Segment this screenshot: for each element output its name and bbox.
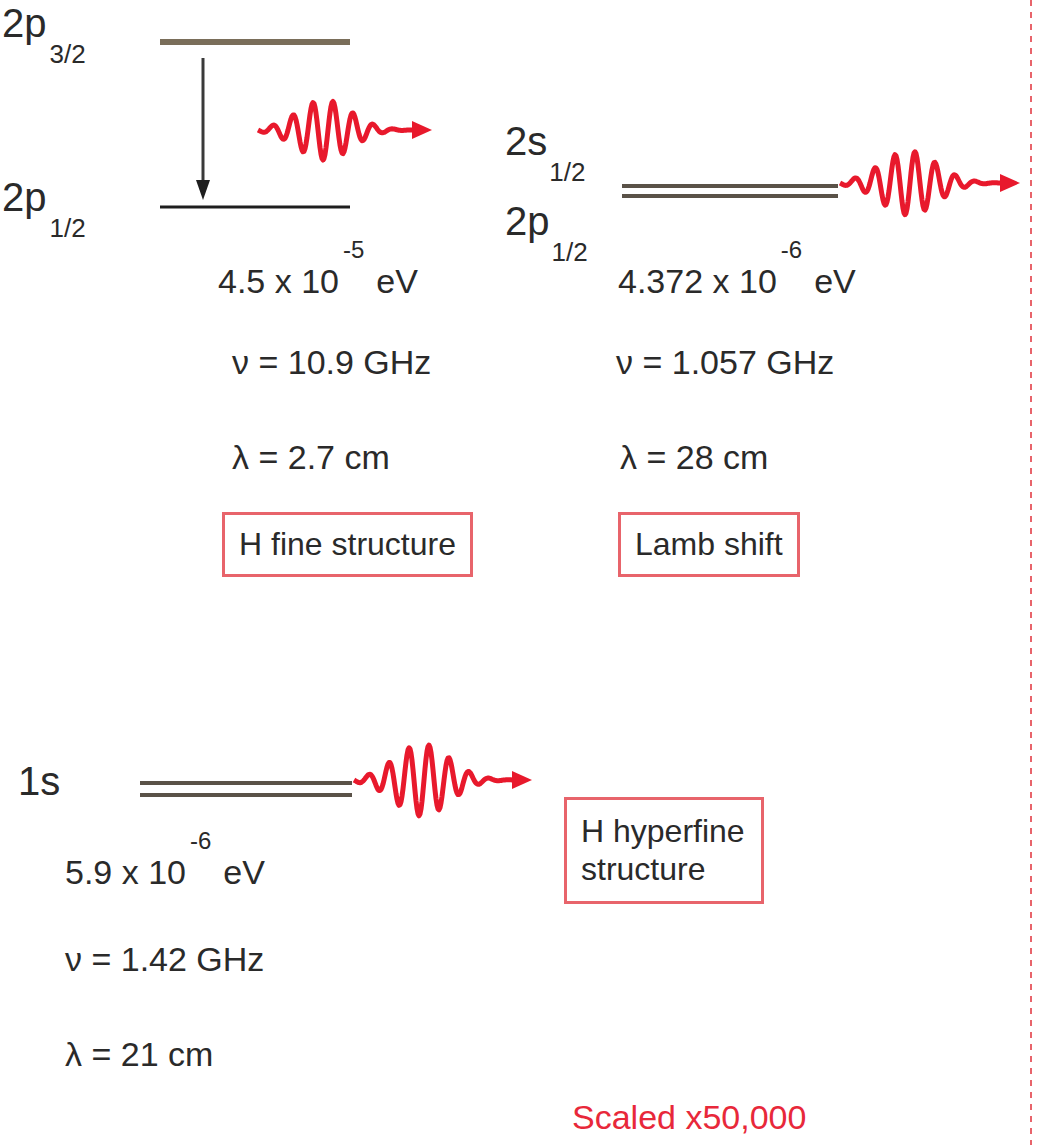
level-name: 2p	[505, 198, 550, 244]
photon-arrow-head	[512, 771, 532, 789]
dashed-divider	[1030, 0, 1032, 1145]
level-subscript: 1/2	[50, 214, 86, 244]
level-name: 2s	[505, 118, 547, 164]
wavelength-label: λ = 28 cm	[620, 438, 768, 477]
energy-value: 4.372 x 10	[618, 262, 777, 301]
energy-unit: eV	[376, 262, 418, 301]
arrow-head	[196, 180, 210, 200]
transition-arrow	[202, 58, 205, 182]
caption-text: Lamb shift	[635, 525, 783, 563]
frequency-label: ν = 1.42 GHz	[65, 940, 264, 979]
level-line	[160, 206, 350, 209]
scale-note: Scaled x50,000	[572, 1098, 806, 1137]
photon-arrow-head	[412, 121, 432, 139]
frequency-label: ν = 1.057 GHz	[616, 343, 834, 382]
wavelength-label: λ = 2.7 cm	[232, 438, 390, 477]
frequency-label: ν = 10.9 GHz	[232, 343, 431, 382]
level-subscript: 1/2	[549, 158, 585, 188]
energy-exponent: -6	[781, 236, 802, 264]
energy-exponent: -5	[343, 236, 364, 264]
level-line	[140, 793, 352, 797]
level-name: 2p	[2, 174, 47, 220]
wavelength-label: λ = 21 cm	[65, 1035, 213, 1074]
photon-arrow-head	[1000, 174, 1020, 192]
level-name: 1s	[18, 758, 60, 804]
level-line	[160, 39, 350, 45]
level-line	[622, 194, 838, 198]
photon-wave	[258, 102, 416, 161]
level-line	[140, 781, 352, 785]
energy-unit: eV	[814, 262, 856, 301]
level-subscript: 1/2	[552, 238, 588, 268]
level-subscript: 3/2	[50, 40, 86, 70]
photon-wave	[840, 152, 1004, 215]
photon-wave	[354, 745, 516, 816]
energy-exponent: -6	[190, 827, 211, 855]
caption-box: H fine structure	[222, 512, 473, 577]
level-name: 2p	[2, 0, 47, 46]
energy-unit: eV	[223, 853, 265, 892]
caption-text: H fine structure	[239, 525, 456, 563]
level-line	[622, 184, 838, 188]
caption-box: Lamb shift	[618, 512, 800, 577]
caption-text: H hyperfine structure	[581, 812, 747, 889]
caption-box: H hyperfine structure	[564, 797, 764, 904]
energy-value: 4.5 x 10	[218, 262, 339, 301]
energy-value: 5.9 x 10	[65, 853, 186, 892]
